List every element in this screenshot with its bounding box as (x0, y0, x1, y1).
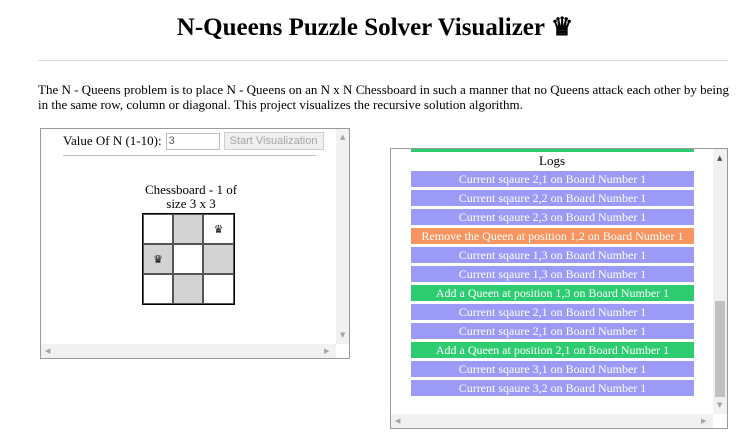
board-panel-content: Value Of N (1-10): Start Visualization C… (41, 129, 336, 344)
n-controls: Value Of N (1-10): Start Visualization (63, 132, 324, 150)
queen-icon: ♛ (550, 14, 574, 41)
log-item: Current sqaure 2,1 on Board Number 1 (411, 323, 694, 339)
page-title: N-Queens Puzzle Solver Visualizer ♛ (0, 12, 750, 42)
board-cell (203, 244, 234, 274)
scroll-left-arrow-icon[interactable]: ◀ (45, 347, 51, 355)
board-panel[interactable]: Value Of N (1-10): Start Visualization C… (40, 128, 350, 359)
board-cell: ♛ (143, 244, 173, 274)
n-label: Value Of N (1-10): (63, 133, 162, 148)
queen-icon: ♛ (153, 253, 163, 266)
board-cell (143, 214, 173, 244)
n-value-input[interactable] (165, 132, 220, 150)
log-item: Current sqaure 2,2 on Board Number 1 (411, 190, 694, 206)
log-item: Current sqaure 3,1 on Board Number 1 (411, 361, 694, 377)
log-item: Current sqaure 2,1 on Board Number 1 (411, 304, 694, 320)
scroll-up-arrow-icon[interactable]: ▲ (717, 154, 723, 162)
title-divider (38, 60, 728, 61)
board-cell: ♛ (203, 214, 234, 244)
scroll-down-arrow-icon[interactable]: ▼ (340, 331, 346, 339)
board-cell (173, 244, 203, 274)
log-item: Add a Queen at position 2,1 on Board Num… (411, 342, 694, 358)
board-caption: Chessboard - 1 of size 3 x 3 (144, 182, 238, 211)
board-cell (203, 274, 234, 304)
logs-panel[interactable]: Logs Current sqaure 2,1 on Board Number … (390, 148, 728, 429)
page-title-text: N-Queens Puzzle Solver Visualizer (176, 14, 545, 41)
queen-icon: ♛ (213, 223, 224, 236)
description: The N - Queens problem is to place N - Q… (38, 82, 729, 112)
board-cell (143, 274, 173, 304)
scroll-right-arrow-icon[interactable]: ▶ (324, 347, 330, 355)
log-item: Current sqaure 1,3 on Board Number 1 (411, 247, 694, 263)
logs-scrollbar-thumb[interactable] (715, 301, 725, 397)
log-item: Current sqaure 1,3 on Board Number 1 (411, 266, 694, 282)
controls-divider (63, 155, 316, 156)
log-item: Current sqaure 2,3 on Board Number 1 (411, 209, 694, 225)
logs-horizontal-scrollbar[interactable]: ◀ ▶ (391, 414, 713, 428)
scroll-left-arrow-icon[interactable]: ◀ (395, 417, 401, 425)
start-visualization-button[interactable]: Start Visualization (223, 132, 324, 150)
log-item: Current sqaure 2,1 on Board Number 1 (411, 171, 694, 187)
log-item: Current sqaure 3,2 on Board Number 1 (411, 380, 694, 396)
board-cell (173, 274, 203, 304)
board-panel-vertical-scrollbar[interactable]: ▲ ▼ (336, 129, 349, 344)
chessboard: ♛♛ (142, 213, 235, 305)
log-item: Add a Queen at position 1,3 on Board Num… (411, 285, 694, 301)
log-item: Remove the Queen at position 1,2 on Boar… (411, 228, 694, 244)
logs-vertical-scrollbar[interactable]: ▲ ▼ (713, 149, 727, 414)
scroll-down-arrow-icon[interactable]: ▼ (717, 401, 723, 409)
scroll-up-arrow-icon[interactable]: ▲ (340, 133, 346, 141)
logs-title: Logs (539, 153, 565, 168)
log-item-partial (411, 149, 694, 152)
scroll-right-arrow-icon[interactable]: ▶ (701, 417, 707, 425)
board-panel-horizontal-scrollbar[interactable]: ◀ ▶ (41, 344, 336, 358)
board-cell (173, 214, 203, 244)
